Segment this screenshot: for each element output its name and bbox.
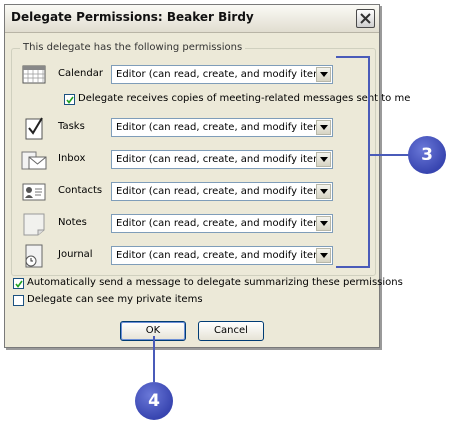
callout-connector [370,154,410,156]
permission-select-calendar[interactable]: Editor (can read, create, and modify ite… [111,65,333,84]
permissions-group: This delegate has the following permissi… [11,42,410,276]
auto-send-summary-checkbox[interactable] [13,278,24,289]
permission-select-inbox[interactable]: Editor (can read, create, and modify ite… [111,150,333,169]
select-value: Editor (can read, create, and modify ite… [116,250,332,261]
select-value: Editor (can read, create, and modify ite… [116,186,332,197]
permissions-callout-bracket [336,56,370,268]
inbox-icon [20,147,48,173]
calendar-icon [20,62,48,88]
meeting-copies-checkbox[interactable] [64,94,75,105]
callout-4: 4 [135,382,173,420]
permission-select-journal[interactable]: Editor (can read, create, and modify ite… [111,246,333,265]
permission-label-tasks: Tasks [58,121,85,132]
meeting-copies-label: Delegate receives copies of meeting-rela… [78,93,411,104]
chevron-down-icon [320,157,328,162]
permission-row-calendar: Calendar Editor (can read, create, and m… [12,62,375,88]
dropdown-arrow[interactable] [316,248,331,263]
permission-select-contacts[interactable]: Editor (can read, create, and modify ite… [111,182,333,201]
permission-label-calendar: Calendar [58,68,103,79]
close-icon [360,13,371,24]
chevron-down-icon [320,72,328,77]
select-value: Editor (can read, create, and modify ite… [116,122,332,133]
close-button[interactable] [356,9,375,28]
contacts-icon [20,179,48,205]
permission-row-notes: Notes Editor (can read, create, and modi… [12,211,375,237]
private-items-checkbox[interactable] [13,295,24,306]
checkmark-icon [15,280,23,288]
select-value: Editor (can read, create, and modify ite… [116,69,332,80]
chevron-down-icon [320,189,328,194]
journal-icon [20,243,48,269]
tasks-icon [20,115,48,141]
select-value: Editor (can read, create, and modify ite… [116,218,332,229]
permission-row-contacts: Contacts Editor (can read, create, and m… [12,179,375,205]
permission-label-notes: Notes [58,217,87,228]
cancel-button[interactable]: Cancel [198,321,264,341]
permission-select-tasks[interactable]: Editor (can read, create, and modify ite… [111,118,333,137]
chevron-down-icon [320,221,328,226]
checkmark-icon [66,96,74,104]
permission-select-notes[interactable]: Editor (can read, create, and modify ite… [111,214,333,233]
group-legend: This delegate has the following permissi… [20,42,246,53]
title-bar: Delegate Permissions: Beaker Birdy [5,5,379,33]
dropdown-arrow[interactable] [316,120,331,135]
permission-label-contacts: Contacts [58,185,103,196]
delegate-permissions-dialog: Delegate Permissions: Beaker Birdy This … [4,4,410,348]
permission-row-tasks: Tasks Editor (can read, create, and modi… [12,115,375,141]
ok-callout-connector [153,336,155,382]
chevron-down-icon [320,253,328,258]
dropdown-arrow[interactable] [316,216,331,231]
dialog-title: Delegate Permissions: Beaker Birdy [11,10,254,24]
permission-row-journal: Journal Editor (can read, create, and mo… [12,243,375,269]
permission-label-journal: Journal [58,249,93,260]
notes-icon [20,211,48,237]
private-items-label: Delegate can see my private items [27,294,203,305]
permission-label-inbox: Inbox [58,153,86,164]
chevron-down-icon [320,125,328,130]
select-value: Editor (can read, create, and modify ite… [116,154,332,165]
dropdown-arrow[interactable] [316,184,331,199]
dropdown-arrow[interactable] [316,67,331,82]
permission-row-inbox: Inbox Editor (can read, create, and modi… [12,147,375,173]
callout-3: 3 [408,136,446,174]
auto-send-summary-label: Automatically send a message to delegate… [27,277,403,288]
dropdown-arrow[interactable] [316,152,331,167]
